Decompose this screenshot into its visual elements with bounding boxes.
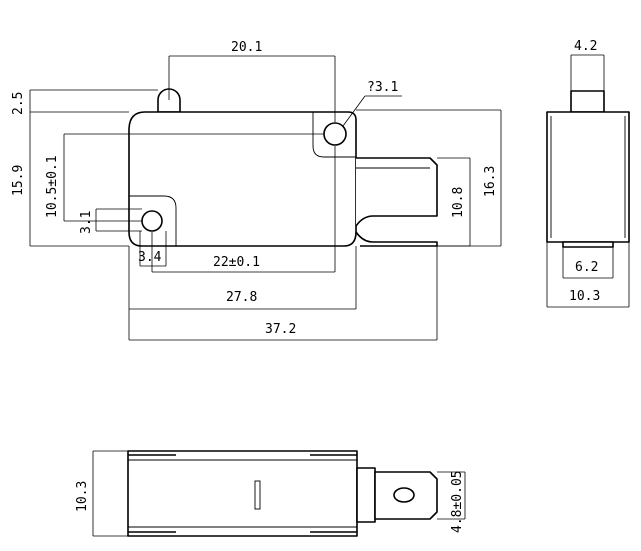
bottom-hole-boss — [129, 195, 177, 246]
dim-mount-spacing-h: 22±0.1 — [213, 255, 260, 270]
dim-actuator-height: 2.5 — [11, 92, 26, 115]
lower-terminal — [355, 231, 438, 247]
dim-mount-spacing-v: 10.5±0.1 — [45, 155, 60, 218]
top-mount-hole — [323, 122, 347, 146]
bottom-body — [127, 450, 358, 537]
switch-body — [128, 111, 357, 247]
dim-hole-offset: 3.4 — [138, 250, 162, 265]
side-view — [546, 90, 630, 248]
top-hole-boss — [312, 112, 356, 158]
side-dimensions: 4.2 6.2 10.3 — [546, 39, 630, 308]
dim-hole-diameter: ?3.1 — [367, 80, 398, 95]
dim-overall-length: 37.2 — [265, 322, 296, 337]
bottom-view — [127, 450, 438, 537]
dim-hole-small: 3.1 — [79, 211, 94, 234]
dim-height-total: 15.9 — [11, 165, 26, 196]
dim-right-height: 16.3 — [483, 166, 498, 197]
terminal-hole — [393, 487, 415, 503]
front-view — [128, 88, 438, 247]
dim-side-width: 10.3 — [569, 289, 600, 304]
dim-terminal-span: 10.8 — [451, 187, 466, 218]
dim-top-width: 20.1 — [231, 40, 262, 55]
dim-side-inner-width: 6.2 — [575, 260, 598, 275]
dim-bottom-height: 10.3 — [75, 481, 90, 512]
bottom-mount-hole — [141, 210, 163, 232]
bottom-terminal-base — [356, 467, 376, 523]
side-body — [546, 111, 630, 243]
upper-terminal — [355, 157, 438, 227]
actuator-bump — [157, 88, 181, 113]
bottom-dimensions: 10.3 4.8±0.05 — [75, 450, 466, 537]
dim-terminal-width: 4.8±0.05 — [450, 470, 465, 533]
side-actuator — [570, 90, 605, 113]
dim-side-top-width: 4.2 — [574, 39, 597, 54]
bottom-slot — [254, 480, 261, 510]
side-terminal-base — [562, 241, 614, 248]
dim-body-length: 27.8 — [226, 290, 257, 305]
front-dimensions: 20.1 ?3.1 2.5 15.9 10.5±0.1 3.1 3.4 — [11, 40, 502, 341]
